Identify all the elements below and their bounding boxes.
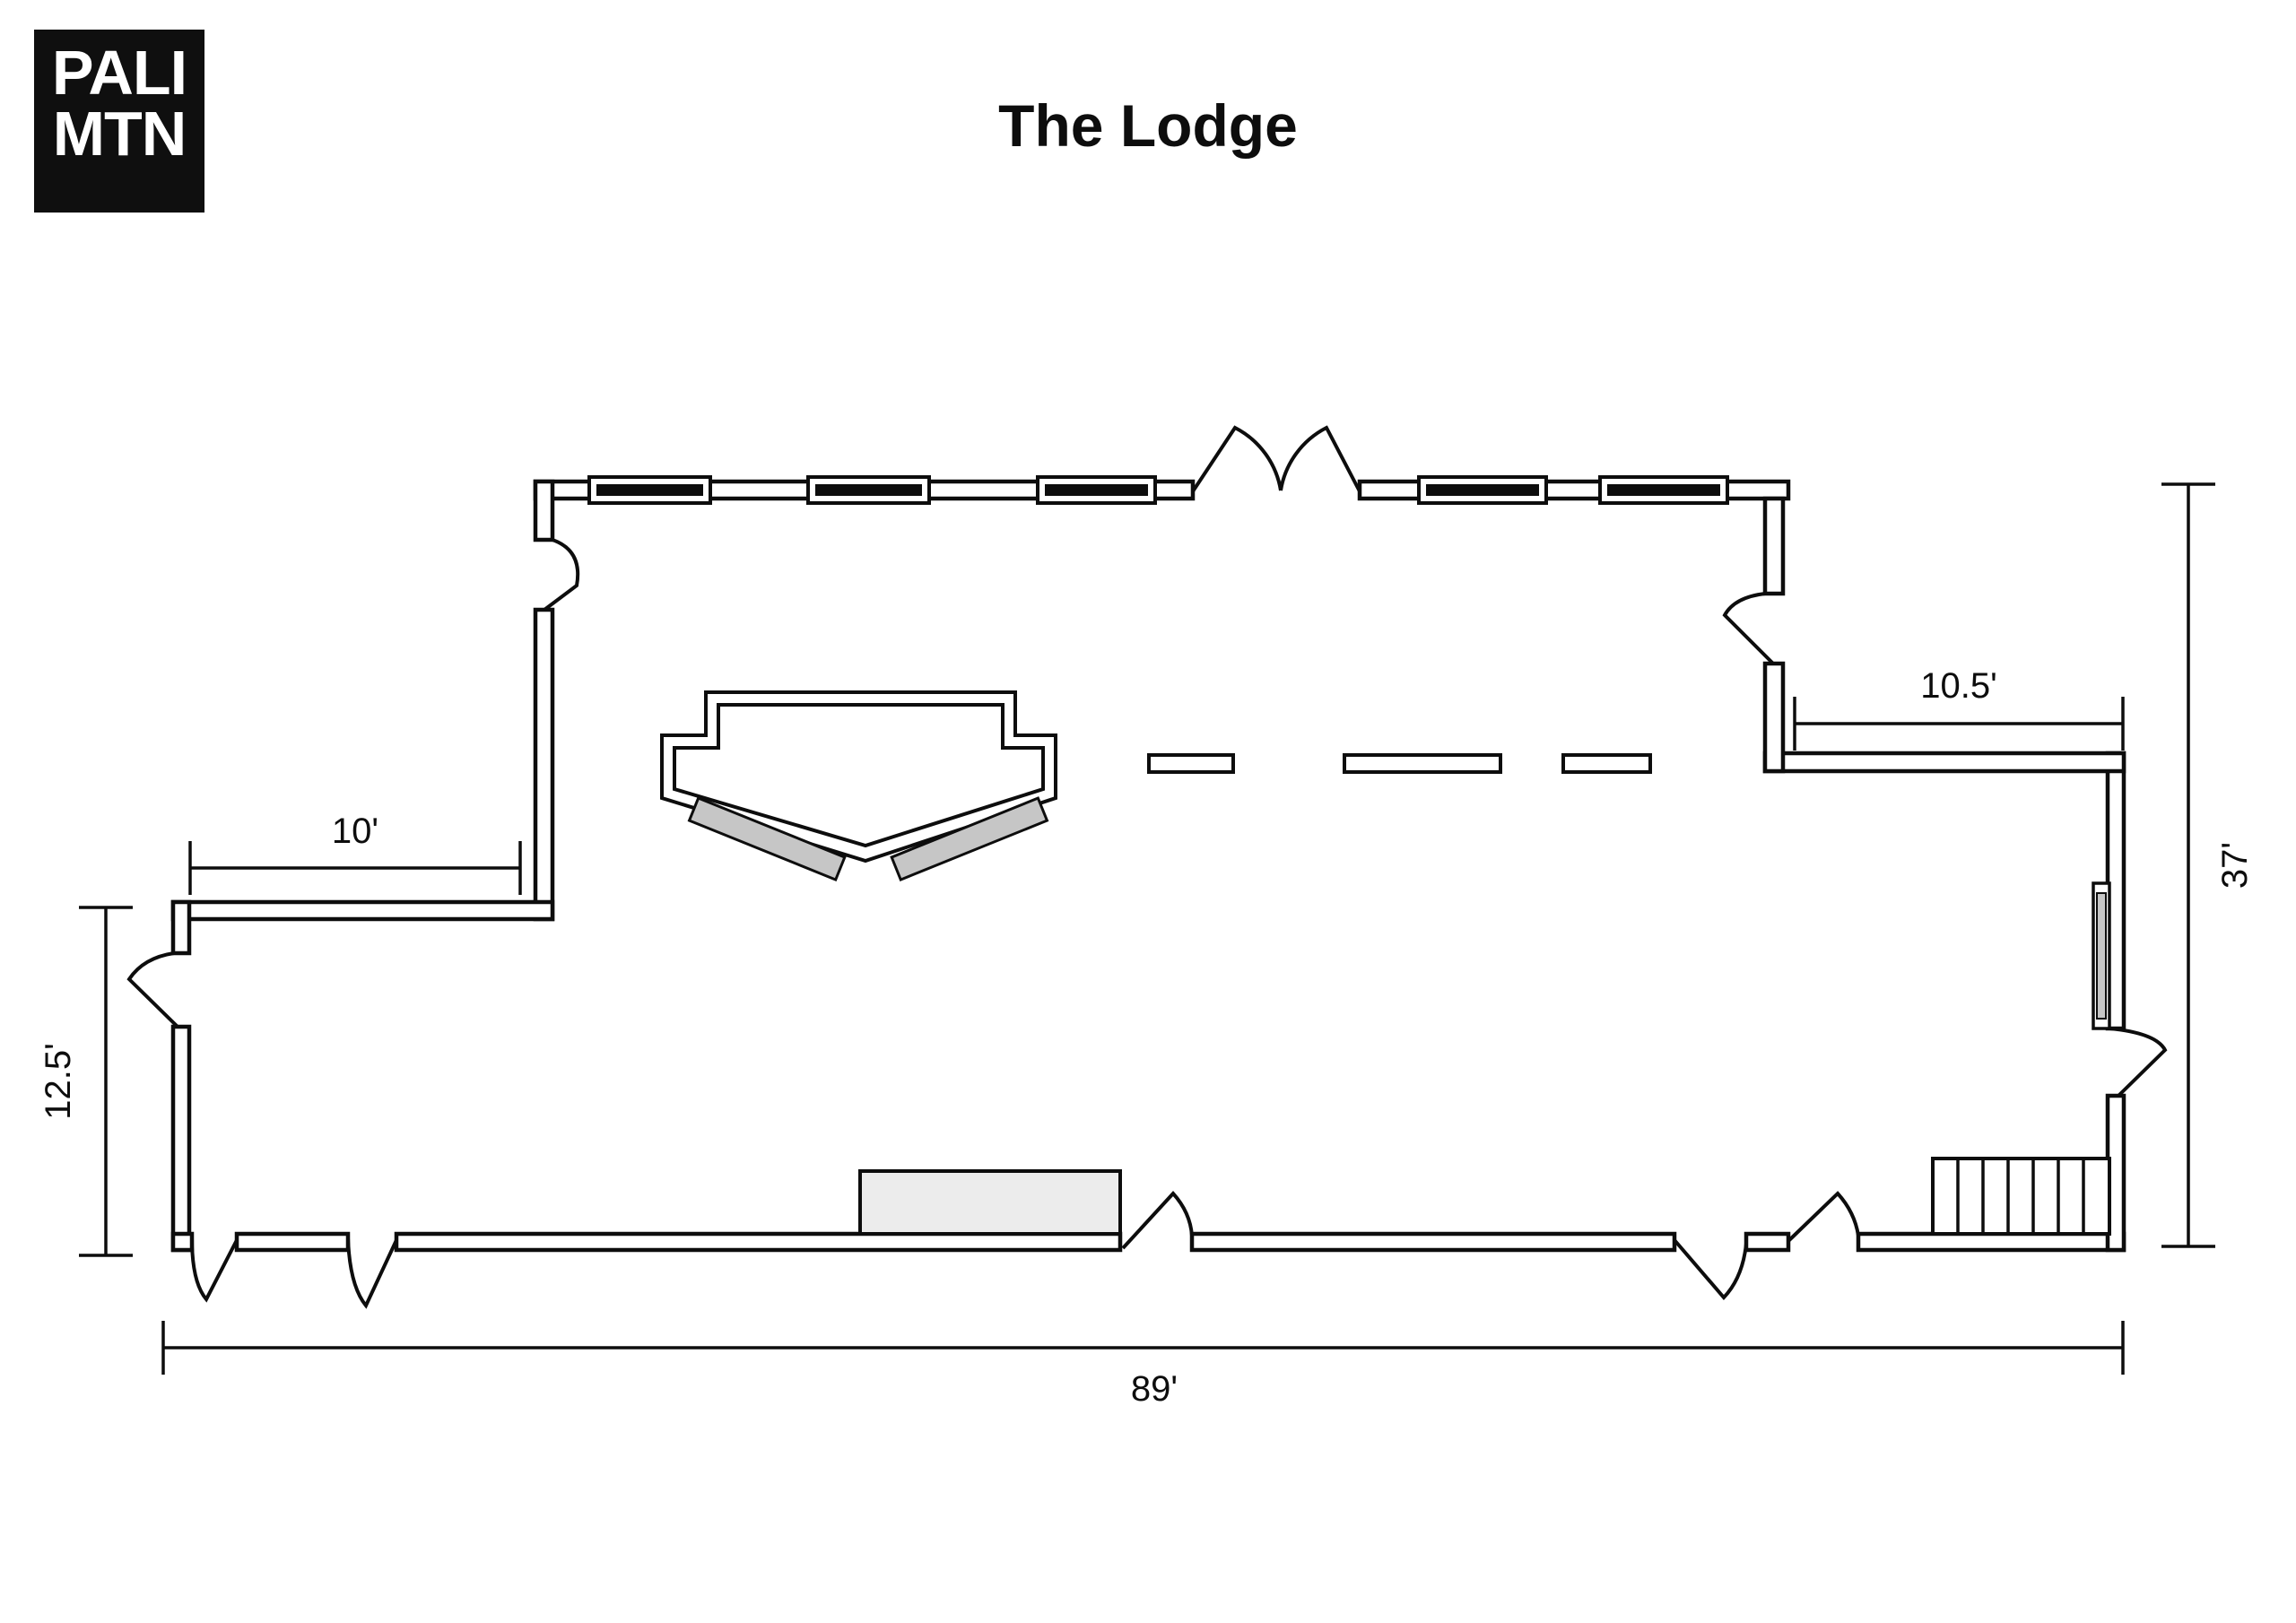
dimension-label: 89' [1131, 1369, 1178, 1409]
window-glass [596, 484, 703, 496]
wall-hall-east-lower [1762, 661, 1786, 774]
wall-south-4 [1744, 1231, 1791, 1253]
dimension-building-depth: 37' [2161, 482, 2255, 1248]
logo-line2: MTN [53, 99, 187, 169]
stairs-outline [1931, 1157, 2111, 1236]
dimension-label: 10.5' [1920, 666, 1997, 706]
window-glass [815, 484, 922, 496]
beam-marker-2 [1343, 753, 1502, 774]
dimension-left-wing-height: 12.5' [39, 906, 133, 1257]
beam-marker-1 [1147, 753, 1235, 774]
wall-wing-west-lower [170, 1024, 192, 1253]
door-hall-west [543, 538, 580, 612]
logo-line1: PALI [52, 38, 187, 108]
logo-box [34, 30, 204, 213]
dimension-label: 10' [332, 812, 378, 851]
logo: PALI MTN [34, 30, 204, 213]
door-south-1 [190, 1237, 239, 1303]
doors [126, 425, 2168, 1309]
windows-north [587, 475, 1729, 505]
bar-bench-left [687, 796, 847, 881]
door-south-5 [1787, 1191, 1860, 1243]
door-east [2109, 1027, 2168, 1098]
wall-east-wing-north [1762, 751, 2126, 774]
wall-south-5 [1856, 1231, 2126, 1253]
bar-counter [660, 690, 1057, 881]
dimension-left-wing-width: 10' [188, 812, 522, 895]
wall-south-1 [234, 1231, 351, 1253]
wall-hall-east-upper [1762, 496, 1786, 596]
door-south-3 [1121, 1191, 1194, 1250]
wall-wing-west-upper [170, 899, 192, 956]
dimension-east-wing-width: 10.5' [1793, 666, 2125, 751]
beam-markers [1147, 753, 1652, 774]
double-door-left-leaf [1191, 425, 1283, 493]
stairs [1931, 1157, 2111, 1236]
east-wall-window [2092, 881, 2111, 1030]
double-door-right-leaf [1279, 425, 1361, 492]
window-glass [1607, 484, 1720, 496]
wall-wing-north [170, 899, 555, 922]
wall-hall-west-lower [533, 607, 555, 922]
dimension-building-width: 89' [161, 1321, 2125, 1409]
bar-counter-inner [673, 703, 1045, 848]
wall-south-3 [1189, 1231, 1677, 1253]
wall-south-2 [394, 1231, 1123, 1253]
door-south-4 [1673, 1238, 1748, 1300]
door-south-2 [346, 1237, 398, 1309]
beam-marker-3 [1561, 753, 1652, 774]
walls [170, 479, 2126, 1253]
door-hall-east [1722, 592, 1775, 665]
window-glass [1045, 484, 1148, 496]
page-title: The Lodge [998, 92, 1298, 159]
window-glass [1426, 484, 1539, 496]
door-wing-west [126, 951, 179, 1028]
dimension-label: 37' [2215, 842, 2255, 889]
wall-hall-west-upper [533, 479, 555, 542]
dimension-label: 12.5' [39, 1043, 78, 1120]
east-window-glass [2096, 892, 2107, 1020]
stage-platform [858, 1169, 1122, 1236]
wall-south-stub [170, 1231, 195, 1253]
bar-bench-right [890, 796, 1049, 881]
